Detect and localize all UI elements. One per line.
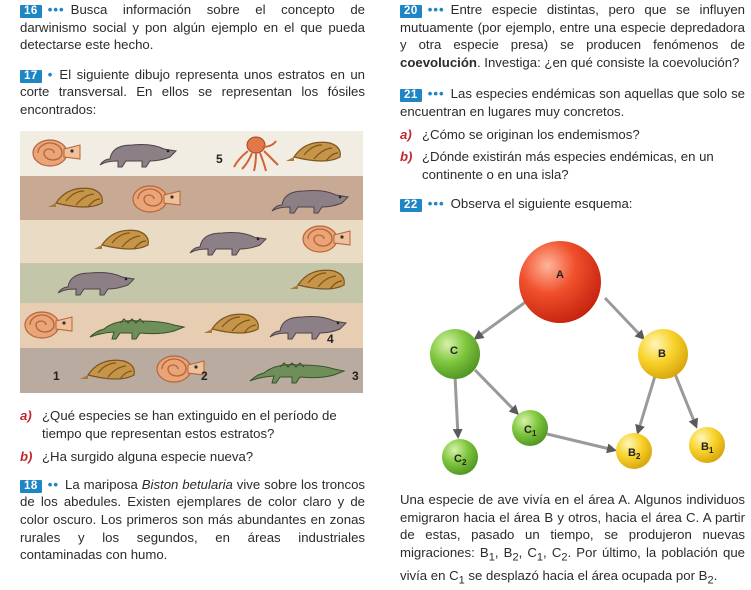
- svg-text:B: B: [658, 348, 666, 360]
- keyword-coevolucion: coevolución: [400, 54, 477, 70]
- difficulty-dots: •: [47, 66, 54, 82]
- item-text: ¿Cómo se originan los endemismos?: [422, 126, 640, 142]
- svg-text:B1: B1: [701, 441, 714, 455]
- exercise-number: 16: [20, 5, 42, 18]
- arrow-c-to-c1: [473, 368, 520, 416]
- exercise-17-questions: a) ¿Qué especies se han extinguido en el …: [20, 407, 365, 564]
- arrow-a-to-b: [603, 296, 646, 341]
- question-21a: a) ¿Cómo se originan los endemismos?: [400, 126, 745, 144]
- exercise-number: 17: [20, 69, 42, 83]
- fossil-number-2: 2: [201, 369, 208, 383]
- fossil-number-4: 4: [327, 332, 334, 346]
- svg-text:C2: C2: [454, 453, 467, 467]
- exercise-number: 21: [400, 89, 422, 103]
- fossil-number-5: 5: [216, 152, 223, 166]
- exercise-number: 20: [400, 5, 422, 18]
- node-c: C: [430, 329, 480, 379]
- arrow-b-to-b1: [673, 373, 699, 429]
- migration-diagram: A C B C1 C2 B2 B1: [430, 241, 725, 475]
- svg-text:C1: C1: [524, 424, 537, 438]
- fossil-number-3: 3: [352, 369, 359, 383]
- species-name: Biston betularia: [141, 476, 233, 492]
- node-a: A: [519, 241, 601, 323]
- item-text: ¿Dónde existirán más especies endémicas,…: [422, 149, 714, 182]
- right-column: 20•••Entre especie distintas, pero que s…: [400, 0, 745, 213]
- exercise-22: 22 ••• Observa el siguiente esquema:: [400, 195, 745, 213]
- node-b: B: [638, 329, 688, 379]
- arrow-c-to-c2: [452, 375, 463, 439]
- item-text: ¿Qué especies se han extinguido en el pe…: [42, 408, 337, 441]
- arrow-a-to-c: [473, 299, 528, 340]
- node-b2: B2: [616, 433, 652, 469]
- exercise-text-post: vive sobre los troncos de los abedules. …: [20, 476, 366, 563]
- difficulty-dots: •••: [427, 2, 445, 17]
- exercise-text: Busca información sobre el concepto de d…: [20, 2, 365, 53]
- item-letter: b): [20, 449, 33, 465]
- exercise-text-post: . Investiga: ¿en qué consiste la coevolu…: [476, 54, 740, 70]
- strata-illustration: 5 4 1 2 3: [20, 131, 363, 393]
- fossil-number-1: 1: [53, 369, 60, 383]
- exercise-text-pre: Entre especie distintas, pero que se inf…: [400, 2, 745, 53]
- item-letter: a): [20, 408, 32, 423]
- exercise-text: Las especies endémicas son aquellas que …: [400, 86, 745, 119]
- item-letter: b): [400, 149, 413, 165]
- svg-text:A: A: [556, 269, 564, 281]
- strata-drawing: [20, 131, 363, 393]
- left-column: 16 •••Busca información sobre el concepto…: [20, 0, 365, 119]
- node-b1: B1: [689, 427, 725, 463]
- node-c2: C2: [442, 439, 478, 475]
- exercise-18: 18 •• La mariposa Biston betularia vive so…: [20, 476, 365, 564]
- exercise-22-paragraph: Una especie de ave vivía en el área A. A…: [400, 492, 745, 587]
- arrow-b-to-b2: [635, 375, 657, 435]
- exercise-17: 17 •El siguiente dibujo representa unos e…: [20, 66, 365, 119]
- exercise-text-pre: La mariposa: [65, 476, 142, 492]
- question-17a: a) ¿Qué especies se han extinguido en el …: [20, 407, 365, 442]
- node-c1: C1: [512, 410, 548, 446]
- svg-text:C: C: [450, 345, 458, 357]
- item-letter: a): [400, 126, 412, 142]
- exercise-number: 22: [400, 199, 422, 213]
- exercise-21: 21 •••Las especies endémicas son aquellas…: [400, 85, 745, 120]
- question-21b: b) ¿Dónde existirán más especies endémica…: [400, 148, 745, 183]
- exercise-text: El siguiente dibujo representa unos estr…: [20, 66, 365, 117]
- difficulty-dots: •••: [427, 86, 445, 102]
- difficulty-dots: •••: [427, 196, 445, 212]
- exercise-number: 18: [20, 479, 42, 493]
- exercise-16: 16 •••Busca información sobre el concepto…: [20, 1, 365, 54]
- exercise-text: Observa el siguiente esquema:: [450, 196, 633, 212]
- svg-text:B2: B2: [628, 447, 641, 461]
- difficulty-dots: ••: [47, 476, 60, 492]
- exercise-20: 20 •••Entre especie distintas, pero que s…: [400, 1, 745, 71]
- octopus-fossil: [233, 136, 279, 172]
- arrow-c1-to-b2: [546, 432, 617, 454]
- item-text: ¿Ha surgido alguna especie nueva?: [42, 449, 254, 465]
- difficulty-dots: •••: [47, 2, 65, 17]
- question-17b: b) ¿Ha surgido alguna especie nueva?: [20, 448, 365, 466]
